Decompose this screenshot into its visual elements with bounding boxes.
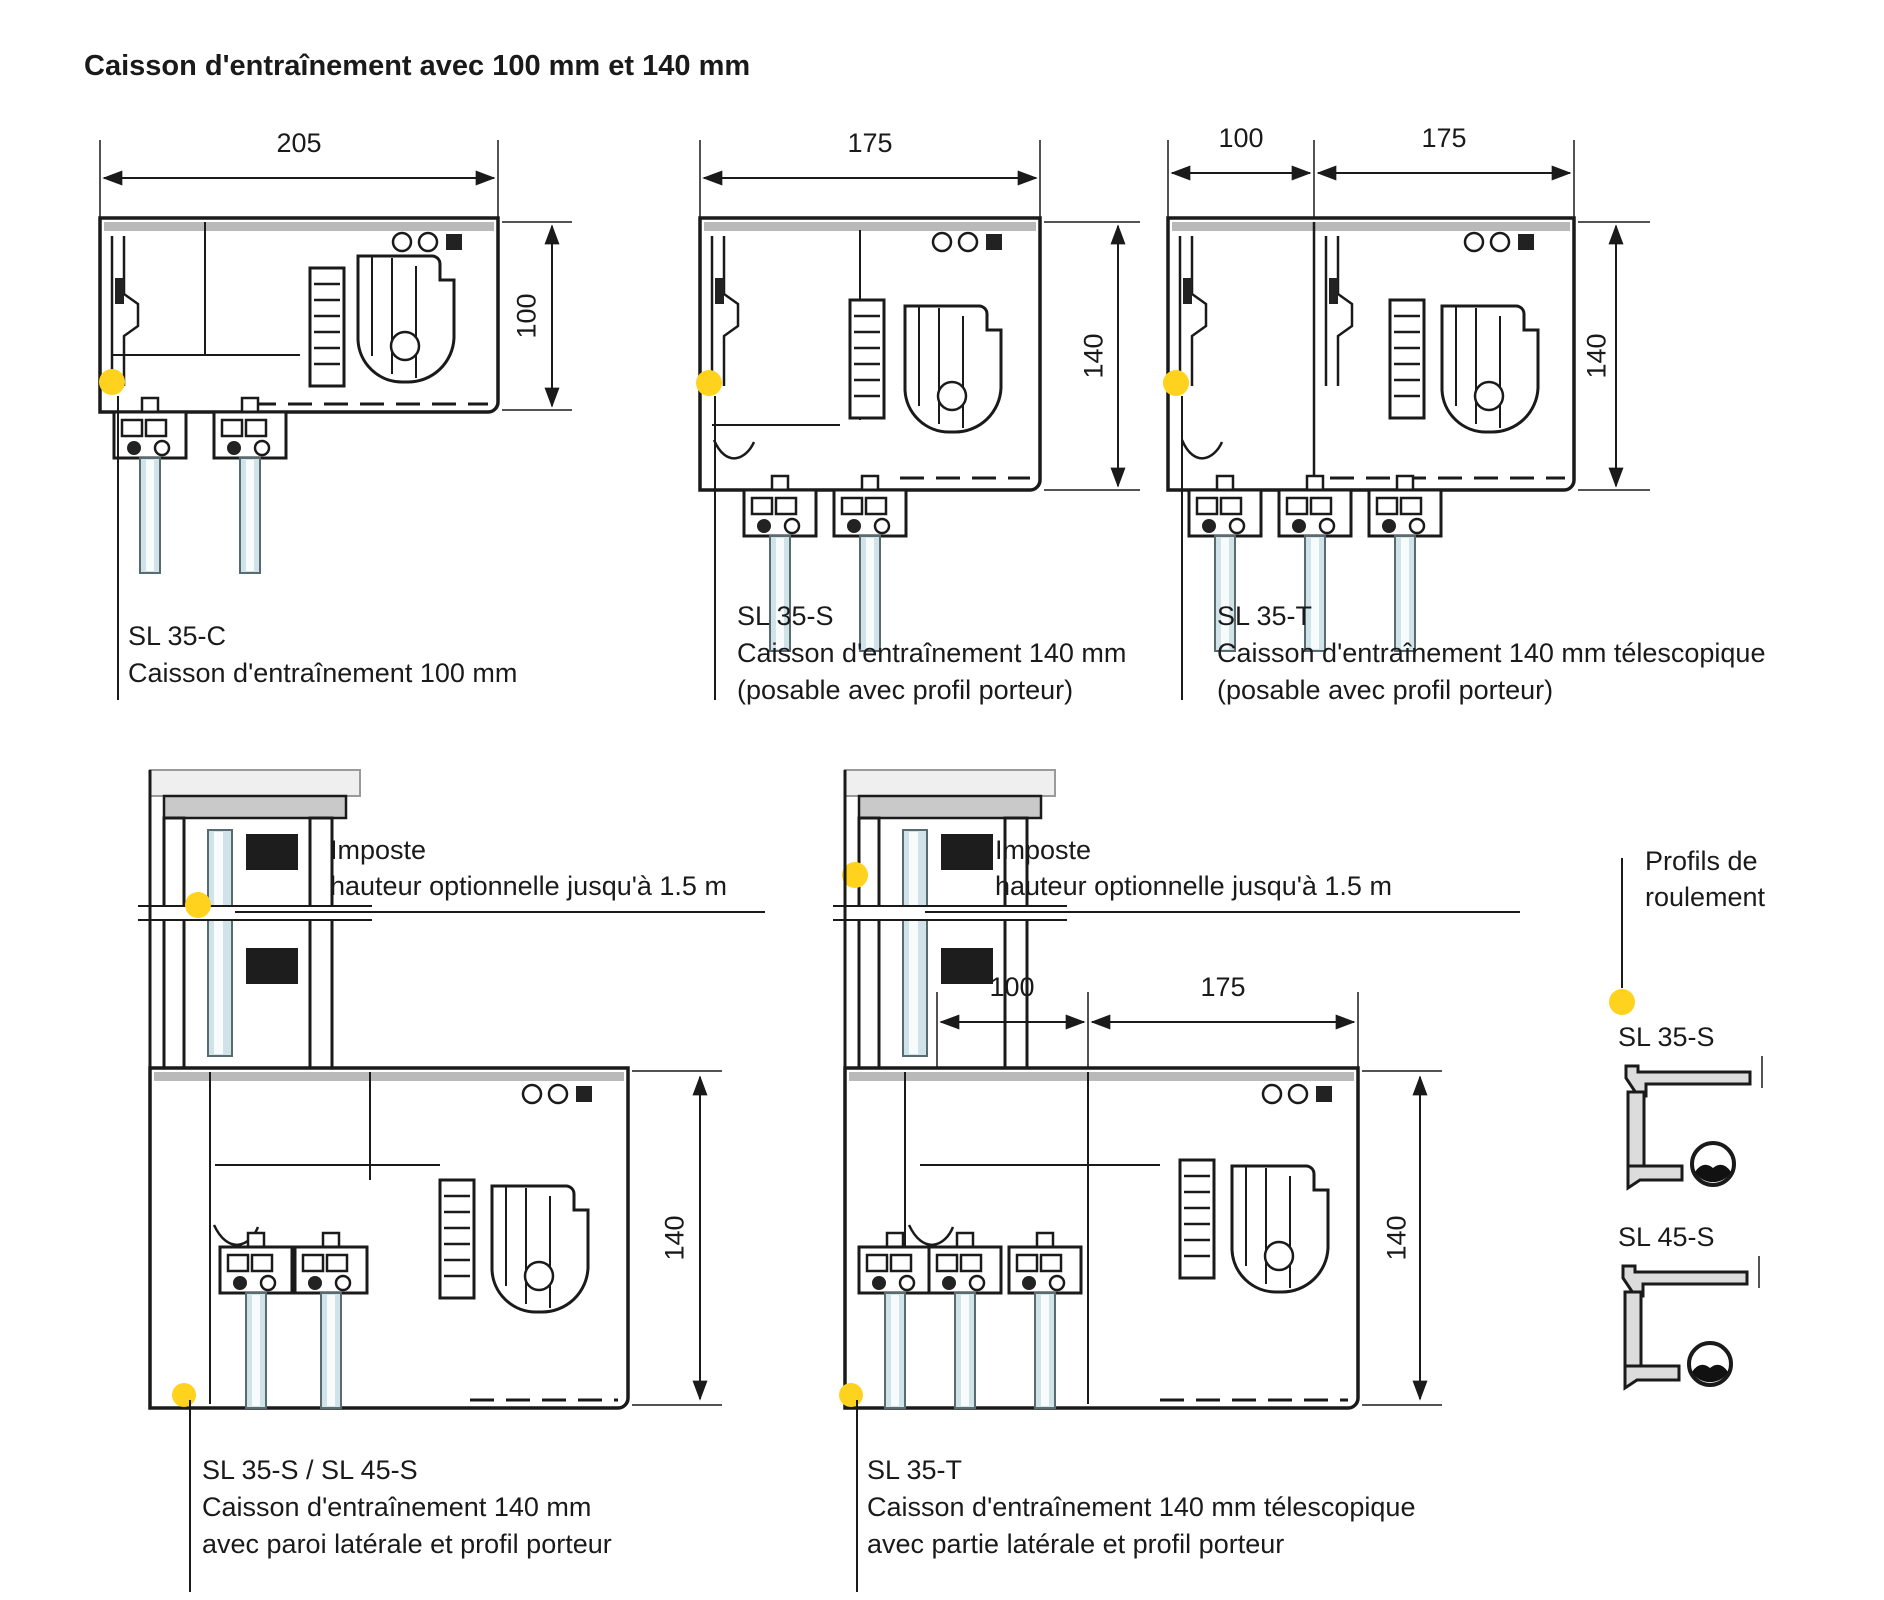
dim-width-sl35s: 175	[847, 128, 893, 158]
page-title: Caisson d'entraînement avec 100 mm et 14…	[84, 50, 751, 82]
caption-sl35t-bas-line3: avec partie latérale et profil porteur	[867, 1529, 1285, 1559]
caption-sl35s-line2: Caisson d'entraînement 140 mm	[737, 638, 1127, 668]
marker-dot-sl35c	[99, 369, 125, 395]
dim-width2-sl35t: 175	[1421, 123, 1467, 153]
caption-sl35t-bas: SL 35-T Caisson d'entraînement 140 mm té…	[867, 1452, 1415, 1563]
caption-sl35s-line1: SL 35-S	[737, 601, 834, 631]
caption-sl35t-line1: SL 35-T	[1217, 601, 1313, 631]
marker-dot-sl35s	[696, 370, 722, 396]
dim-height-sl35s45s: 140	[659, 1215, 690, 1261]
dim-width1-sl35t: 100	[1218, 123, 1264, 153]
caption-sl35c-line2: Caisson d'entraînement 100 mm	[128, 658, 518, 688]
imposte-note-mid: Imposte hauteur optionnelle jusqu'à 1.5 …	[995, 832, 1392, 904]
caption-sl35t-line3: (posable avec profil porteur)	[1217, 675, 1554, 705]
diagram-sl35c-drawing	[98, 140, 572, 700]
caption-sl35s45s-line2: Caisson d'entraînement 140 mm	[202, 1492, 592, 1522]
caption-sl35t-bas-line1: SL 35-T	[867, 1455, 963, 1485]
rolling-profiles-note-line2: roulement	[1645, 882, 1766, 912]
imposte-note-left: Imposte hauteur optionnelle jusqu'à 1.5 …	[330, 832, 727, 904]
caption-sl35s45s: SL 35-S / SL 45-S Caisson d'entraînement…	[202, 1452, 612, 1563]
caption-sl35s45s-line1: SL 35-S / SL 45-S	[202, 1455, 418, 1485]
caption-sl35s45s-line3: avec paroi latérale et profil porteur	[202, 1529, 612, 1559]
dim-width-sl35c: 205	[276, 128, 322, 158]
caption-sl35s-line3: (posable avec profil porteur)	[737, 675, 1074, 705]
profile-label-sl35s: SL 35-S	[1618, 1022, 1715, 1052]
dim-width2-sl35t-bas: 175	[1200, 972, 1246, 1002]
caption-sl35c-line1: SL 35-C	[128, 621, 227, 651]
caption-sl35c: SL 35-C Caisson d'entraînement 100 mm	[128, 618, 517, 692]
rolling-profiles-note: Profils de roulement	[1645, 843, 1765, 915]
profile-label-sl45s: SL 45-S	[1618, 1222, 1715, 1252]
dim-height-sl35s: 140	[1078, 333, 1109, 379]
dim-width1-sl35t-bas: 100	[989, 972, 1035, 1002]
marker-dot-sl35s45s	[172, 1383, 196, 1407]
imposte-note-mid-line2: hauteur optionnelle jusqu'à 1.5 m	[995, 871, 1392, 901]
dim-height-sl35t: 140	[1581, 333, 1612, 379]
dim-height-sl35c: 100	[511, 293, 542, 339]
diagram-sl35t-drawing	[1163, 140, 1650, 700]
caption-sl35t-line2: Caisson d'entraînement 140 mm télescopiq…	[1217, 638, 1766, 668]
dim-height-sl35t-bas: 140	[1381, 1215, 1412, 1261]
marker-dot-imposte-mid	[842, 862, 868, 888]
marker-dot-sl35t-bas	[839, 1383, 863, 1407]
diagram-sl35s45s-drawing	[136, 768, 765, 1592]
rolling-profiles-note-line1: Profils de	[1645, 846, 1758, 876]
diagram-sl35s-drawing	[696, 140, 1140, 700]
marker-dot-profiles	[1609, 989, 1635, 1015]
imposte-note-left-line1: Imposte	[330, 835, 427, 865]
imposte-note-left-line2: hauteur optionnelle jusqu'à 1.5 m	[330, 871, 727, 901]
imposte-note-mid-line1: Imposte	[995, 835, 1092, 865]
marker-dot-imposte-left	[185, 892, 211, 918]
caption-sl35t-bas-line2: Caisson d'entraînement 140 mm télescopiq…	[867, 1492, 1416, 1522]
caption-sl35t: SL 35-T Caisson d'entraînement 140 mm té…	[1217, 598, 1765, 709]
rolling-profiles-drawing	[1609, 858, 1764, 1390]
caption-sl35s: SL 35-S Caisson d'entraînement 140 mm (p…	[737, 598, 1126, 709]
marker-dot-sl35t	[1163, 370, 1189, 396]
diagram-sl35t-bas-drawing	[831, 768, 1520, 1592]
